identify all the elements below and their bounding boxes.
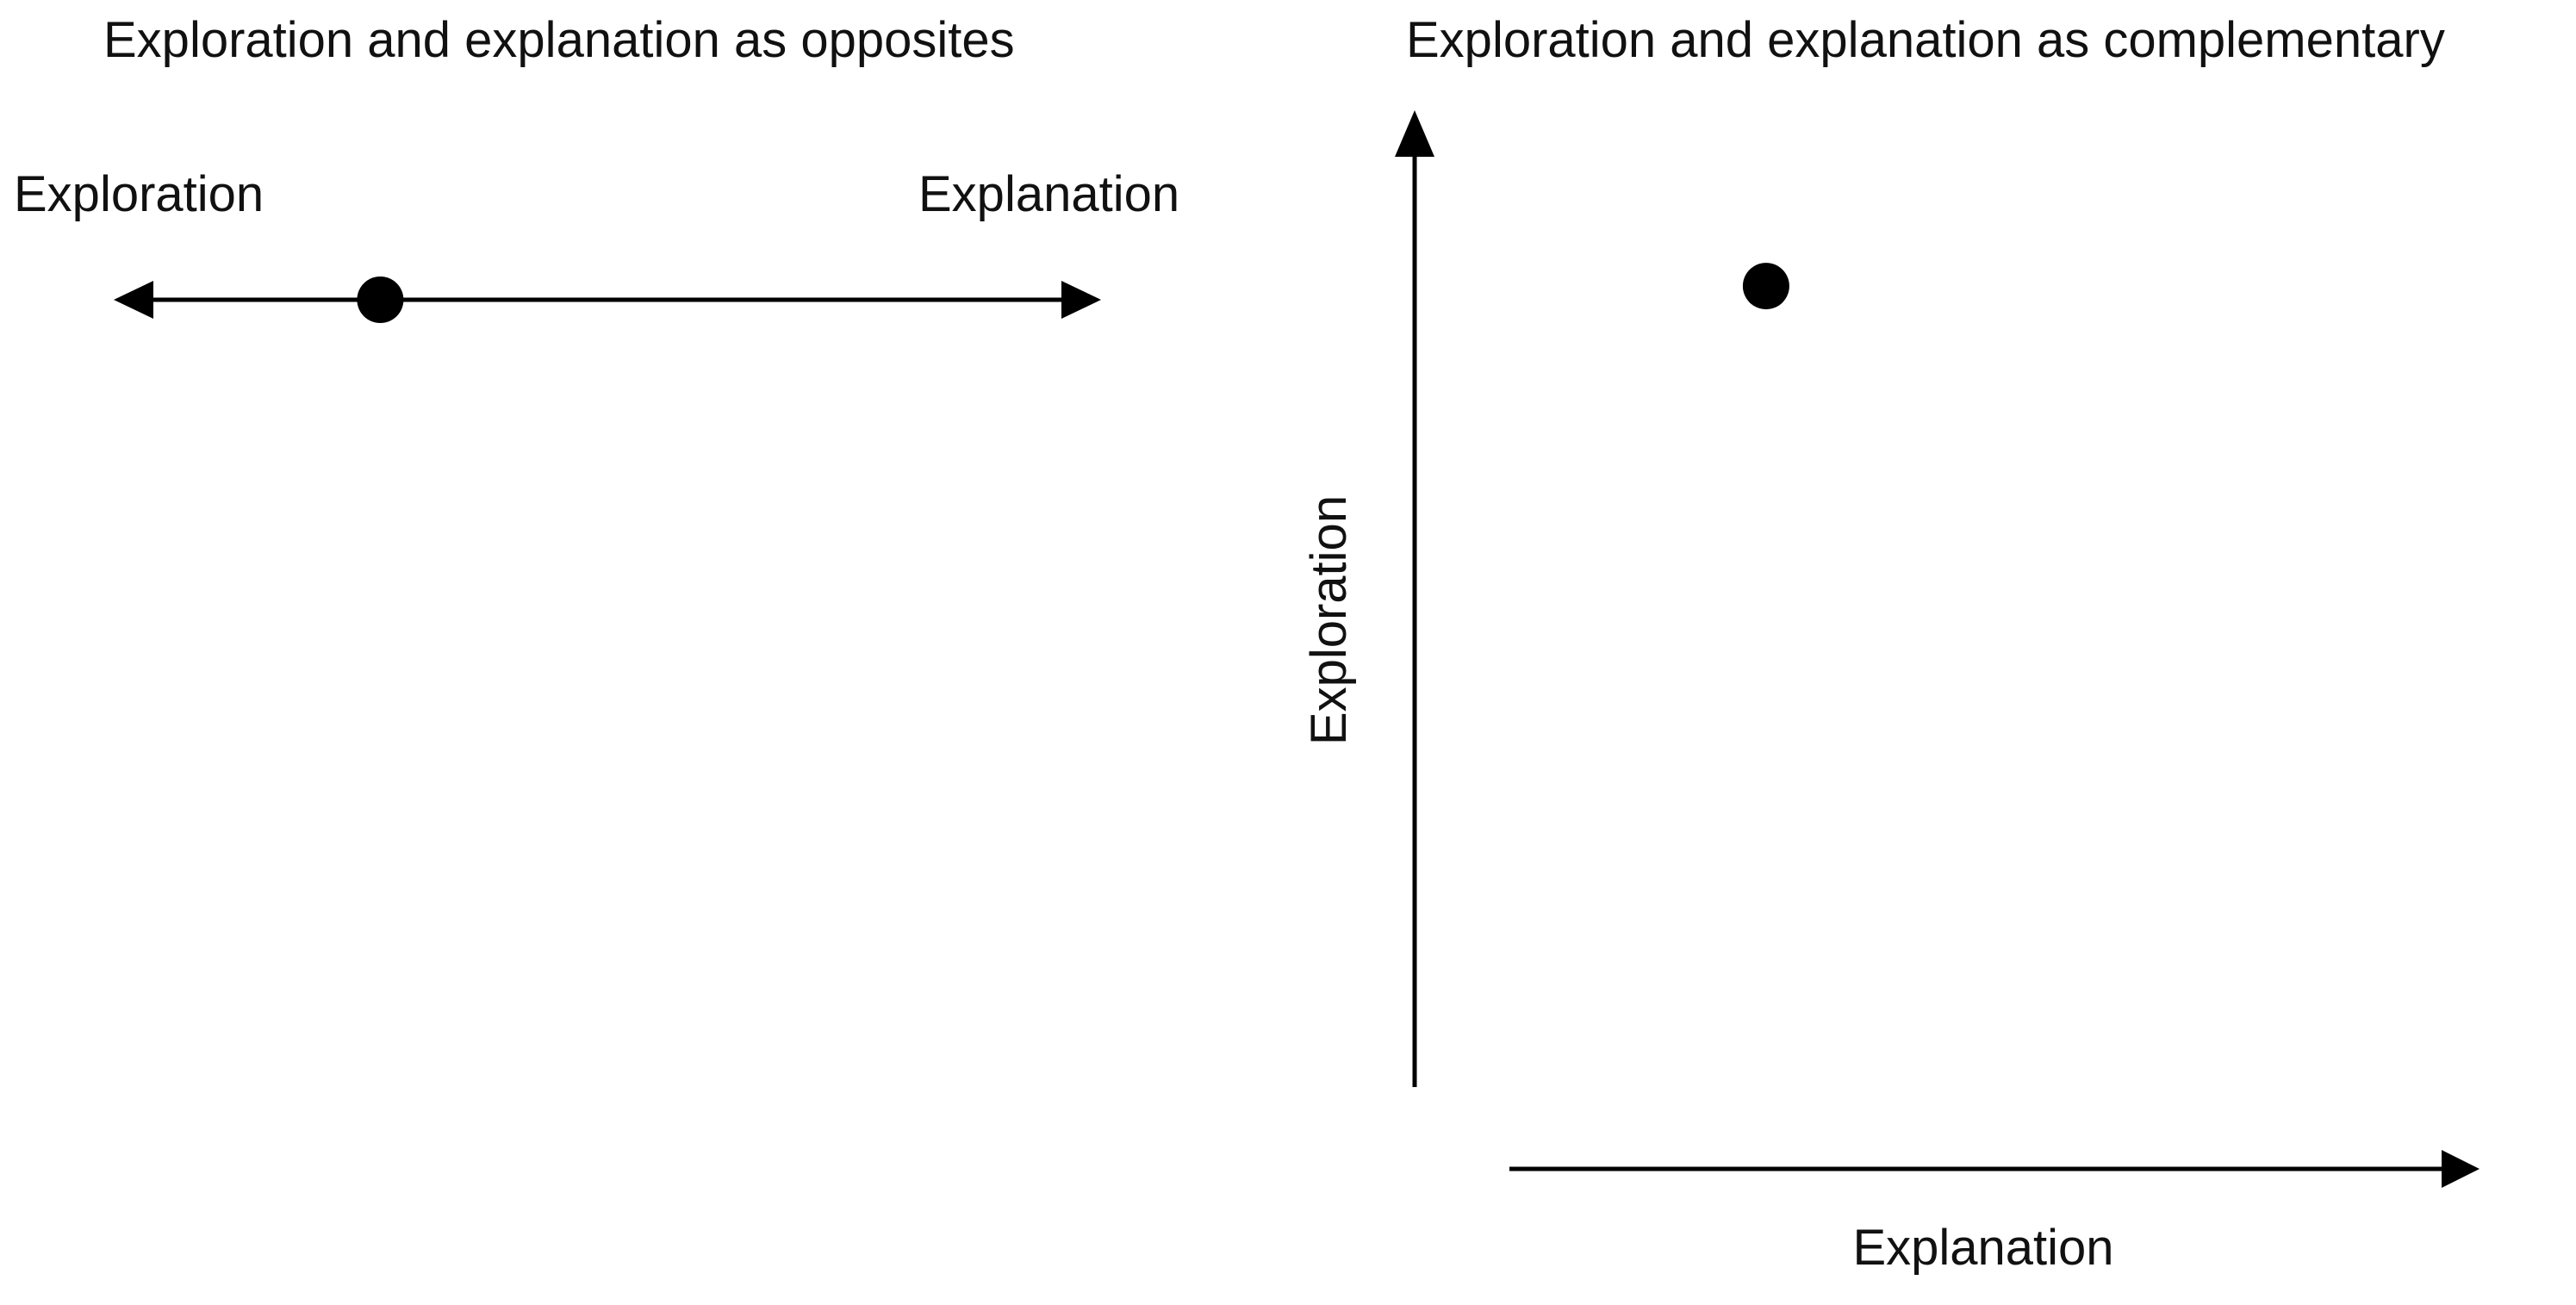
complementary-position-marker [1742,263,1789,310]
complementary-y-axis-label: Exploration [1301,495,1357,745]
opposites-panel: Exploration and explanation as opposites… [14,12,1179,323]
opposites-title: Exploration and explanation as opposites [103,12,1015,68]
opposites-right-label: Explanation [918,166,1179,222]
opposites-left-label: Exploration [14,166,264,222]
complementary-panel: Exploration and explanation as complemen… [1301,12,2480,1276]
complementary-x-arrowhead [2442,1150,2480,1188]
complementary-x-axis-label: Explanation [1852,1220,2113,1276]
opposites-left-arrowhead [114,281,153,319]
opposites-right-arrowhead [1061,281,1101,319]
opposites-position-marker [357,277,404,323]
complementary-title: Exploration and explanation as complemen… [1406,12,2445,68]
complementary-y-arrowhead [1395,110,1434,157]
